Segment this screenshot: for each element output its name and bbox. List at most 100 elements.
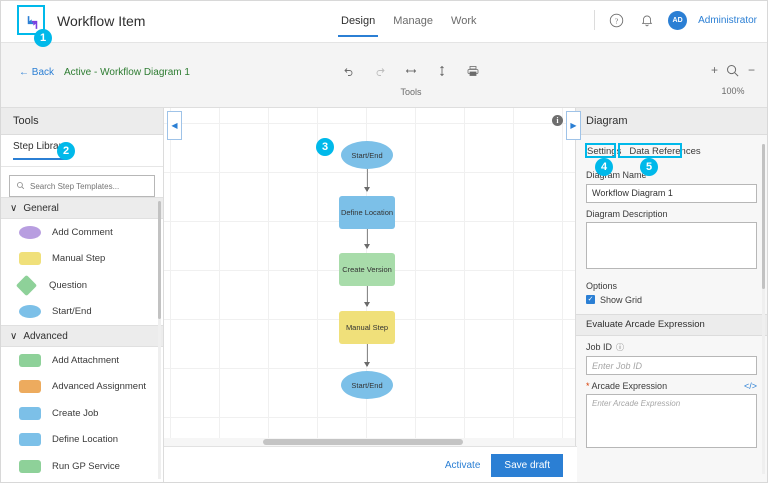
group-label: General [23, 202, 59, 214]
list-item[interactable]: Question [1, 272, 163, 299]
collapse-left-panel-handle[interactable]: ◀ [167, 111, 182, 140]
properties-body: Diagram Name Diagram Description Options… [576, 170, 767, 305]
diagram-node-define-location[interactable]: Define Location [339, 196, 395, 229]
required-asterisk: * [586, 381, 590, 391]
connector-arrow [364, 344, 370, 367]
arcade-section-title: Evaluate Arcade Expression [576, 313, 767, 336]
list-item[interactable]: Advanced Assignment [1, 374, 163, 401]
step-label: Advanced Assignment [52, 381, 147, 393]
print-icon[interactable] [463, 61, 483, 81]
group-header-advanced[interactable]: ∨ Advanced [1, 325, 163, 347]
chevron-down-icon: ∨ [10, 330, 18, 342]
diagram-status-label: Active - Workflow Diagram 1 [64, 67, 190, 78]
properties-panel-title: Diagram [576, 108, 767, 135]
tools-panel: Tools Step Library ∨ General Add Comment [1, 108, 164, 482]
collapse-right-panel-handle[interactable]: ▶ [566, 111, 581, 140]
question-circle-icon[interactable]: ? [606, 10, 626, 30]
app-header: Workflow Item Design Manage Work ? AD A [1, 1, 767, 43]
arcade-label-text: Arcade Expression [591, 381, 668, 391]
diagram-canvas[interactable]: Start/End Define Location Create Version… [164, 108, 577, 446]
connector-arrow [364, 169, 370, 192]
job-id-input[interactable] [586, 356, 757, 375]
diagram-name-input[interactable] [586, 183, 757, 203]
library-scrollbar-thumb[interactable] [158, 201, 161, 319]
step-shape-swatch [19, 305, 41, 319]
diagram-description-textarea[interactable] [586, 221, 757, 269]
step-label: Question [49, 279, 88, 291]
align-horizontal-icon[interactable] [401, 61, 421, 81]
show-grid-row[interactable]: ✓ Show Grid [586, 295, 757, 305]
workflow-cycle-icon[interactable] [17, 7, 47, 37]
search-icon [16, 177, 25, 195]
list-item[interactable]: Add Comment [1, 219, 163, 246]
list-item[interactable]: Create Job [1, 400, 163, 427]
group-header-general[interactable]: ∨ General [1, 197, 163, 219]
zoom-in-button[interactable]: + [710, 63, 718, 77]
step-shape-swatch [19, 406, 41, 420]
step-shape-swatch [19, 380, 41, 394]
nav-tab-manage[interactable]: Manage [393, 15, 434, 27]
list-item[interactable]: Define Location [1, 427, 163, 454]
zoom-out-button[interactable]: − [747, 63, 755, 77]
redo-icon[interactable] [370, 61, 390, 81]
arcade-label-row: * Arcade Expression </> [586, 381, 757, 391]
job-id-label-row: Job ID ⓘ [586, 342, 757, 353]
tab-settings[interactable]: Settings [587, 146, 622, 157]
annotation-badge-2: 2 [57, 142, 75, 160]
list-item[interactable]: Add Attachment [1, 347, 163, 374]
tab-data-references[interactable]: Data References [629, 146, 701, 157]
node-label: Start/End [351, 380, 383, 390]
undo-icon[interactable] [339, 61, 359, 81]
diagram-description-label: Diagram Description [586, 208, 668, 219]
canvas-hscrollbar-thumb[interactable] [263, 439, 463, 445]
user-name-label[interactable]: Administrator [698, 14, 757, 26]
list-item[interactable]: Start/End [1, 299, 163, 326]
nav-tab-design[interactable]: Design [337, 15, 379, 37]
step-shape-swatch [19, 433, 41, 447]
step-label: Add Comment [52, 226, 113, 238]
code-brackets-icon[interactable]: </> [743, 381, 757, 391]
diagram-node-manual-step[interactable]: Manual Step [339, 311, 395, 344]
search-step-templates[interactable] [9, 175, 155, 197]
diagram-node-start[interactable]: Start/End [341, 141, 393, 169]
activate-button[interactable]: Activate [444, 460, 481, 471]
info-icon[interactable]: ⓘ [616, 342, 625, 352]
connector-arrow [364, 286, 370, 307]
diagram-node-end[interactable]: Start/End [341, 371, 393, 399]
step-shape-swatch [15, 274, 38, 296]
tools-icon-row [339, 61, 483, 81]
step-library-list[interactable]: ∨ General Add Comment Manual Step Questi… [1, 197, 163, 482]
job-id-label: Job ID [586, 342, 613, 352]
node-label: Start/End [351, 150, 383, 160]
step-shape-swatch [19, 459, 41, 473]
save-draft-button[interactable]: Save draft [491, 454, 563, 477]
nav-tab-work[interactable]: Work [451, 15, 477, 27]
diagram-name-label: Diagram Name [586, 170, 647, 180]
step-label: Define Location [52, 434, 119, 446]
avatar[interactable]: AD [668, 10, 688, 30]
back-button[interactable]: ← Back [19, 67, 54, 78]
bell-icon[interactable] [637, 10, 657, 30]
diagram-node-create-version[interactable]: Create Version [339, 253, 395, 286]
step-shape-swatch [19, 252, 41, 266]
info-icon[interactable]: i [552, 115, 563, 126]
primary-nav: Design Manage Work [337, 15, 477, 37]
show-grid-checkbox[interactable]: ✓ [586, 295, 595, 304]
properties-tabs: Settings Data References [576, 135, 767, 164]
magnifier-icon[interactable] [723, 60, 743, 80]
properties-scrollbar-thumb[interactable] [762, 144, 765, 289]
list-item[interactable]: Manual Step [1, 246, 163, 273]
zoom-controls: + − 100% [711, 60, 755, 96]
search-input[interactable] [30, 181, 148, 191]
annotation-badge-3: 3 [316, 138, 334, 156]
align-vertical-icon[interactable] [432, 61, 452, 81]
step-label: Start/End [52, 306, 92, 318]
tab-step-library[interactable]: Step Library [13, 141, 67, 160]
list-item[interactable]: Run GP Service [1, 453, 163, 480]
arcade-expression-textarea[interactable] [586, 394, 757, 448]
step-label: Manual Step [52, 253, 106, 265]
node-label: Define Location [340, 208, 394, 217]
chevron-left-icon: ◀ [171, 121, 178, 130]
diagram-toolbar: ← Back Active - Workflow Diagram 1 [1, 43, 767, 108]
